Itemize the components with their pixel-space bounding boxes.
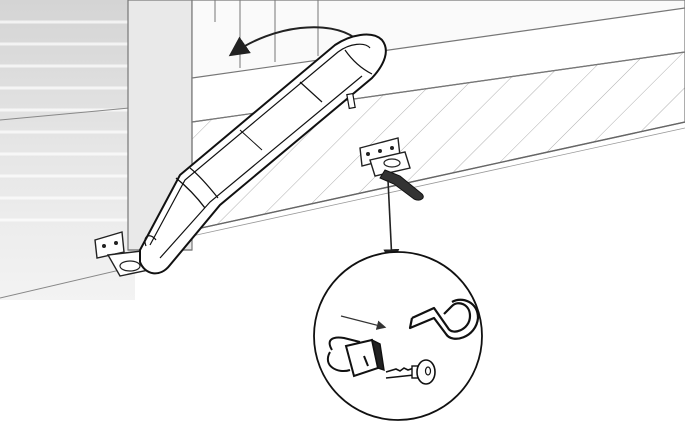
lock-cylinder	[327, 336, 385, 378]
release-key	[385, 359, 436, 385]
gate-operator	[139, 33, 387, 275]
opening-direction-arrow	[228, 26, 356, 57]
callout-arrow	[383, 179, 400, 266]
release-lever	[379, 169, 424, 201]
detail-magnifier	[313, 251, 483, 421]
release-lever-detail	[408, 298, 480, 340]
gate-wall	[0, 0, 193, 300]
front-bracket	[359, 137, 411, 177]
insert-direction-arrow	[340, 315, 387, 330]
